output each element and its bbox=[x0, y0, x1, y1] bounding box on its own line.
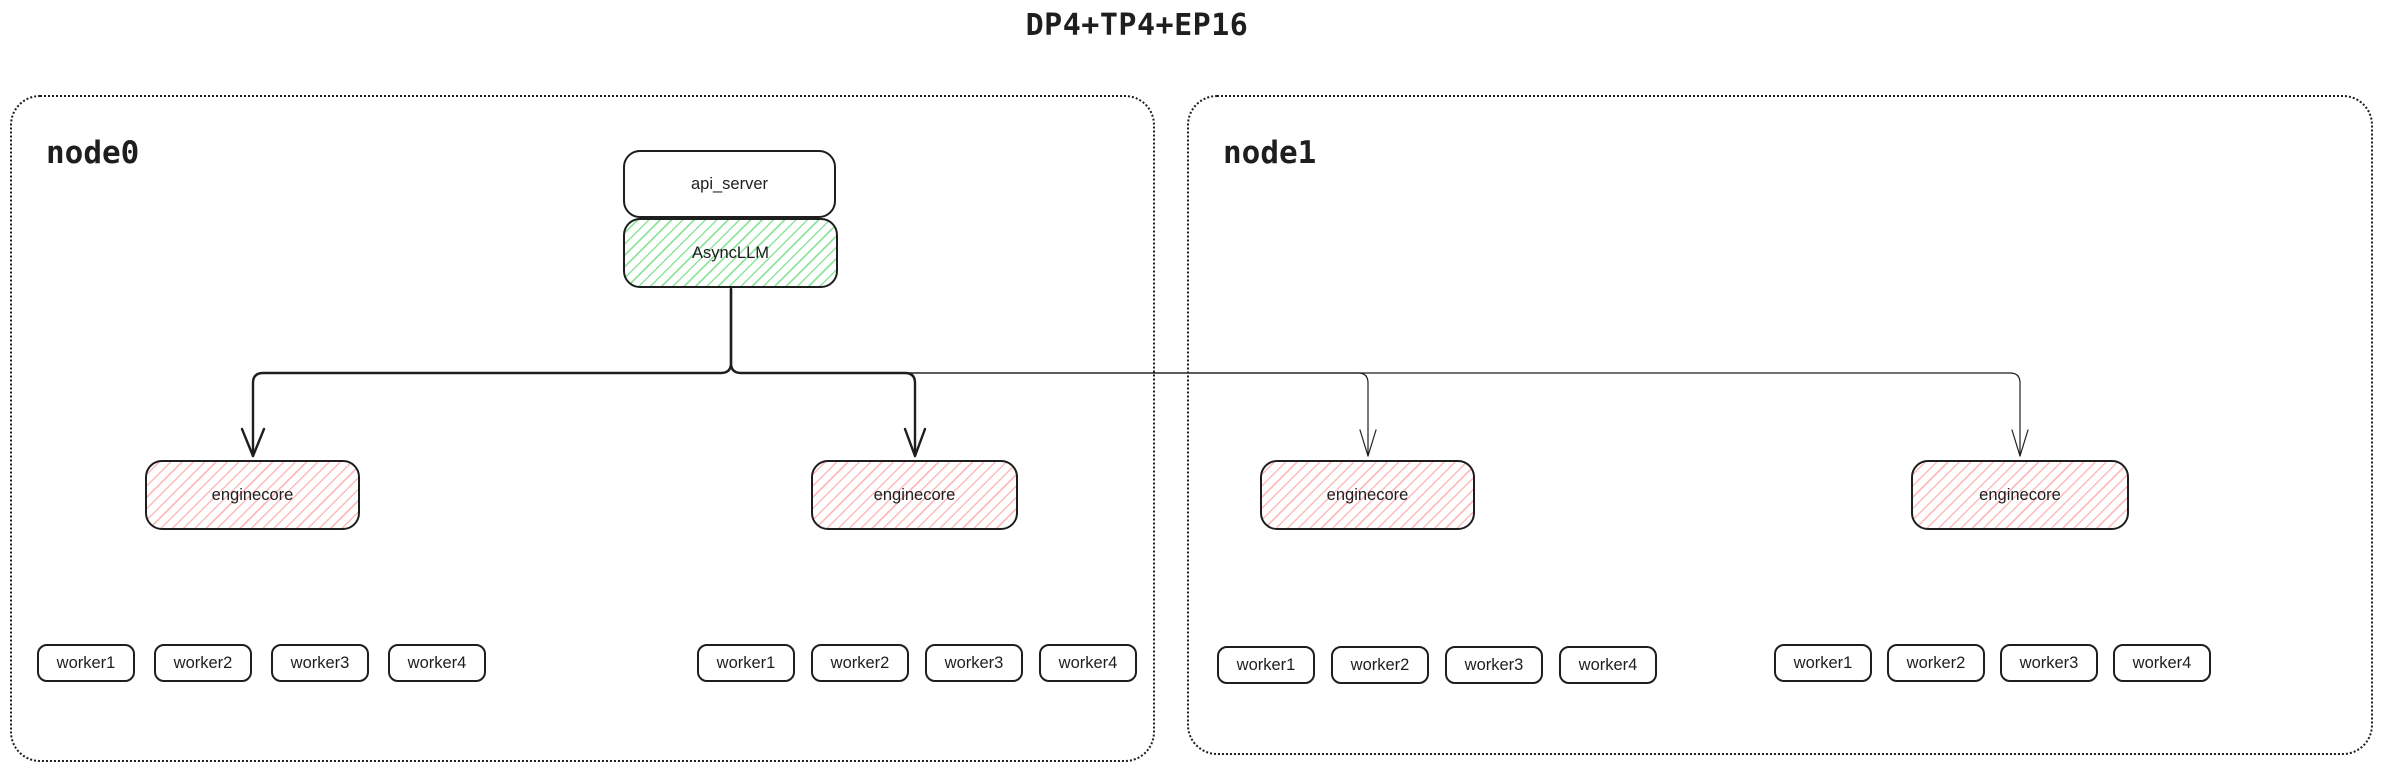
worker-label: worker1 bbox=[716, 653, 776, 672]
worker-label: worker2 bbox=[173, 653, 233, 672]
node0-group1-worker2-box: worker2 bbox=[154, 644, 252, 682]
asyncllm-label: AsyncLLM bbox=[691, 243, 770, 262]
node1-group2-worker4-box: worker4 bbox=[2113, 644, 2211, 682]
worker-label: worker4 bbox=[1058, 653, 1118, 672]
node0-group2-worker2-box: worker2 bbox=[811, 644, 909, 682]
container-node1: node1 bbox=[1187, 95, 2373, 755]
worker-label: worker2 bbox=[1350, 655, 1410, 674]
enginecore-3-box: enginecore bbox=[1260, 460, 1475, 530]
enginecore-4-label: enginecore bbox=[1979, 485, 2061, 504]
node1-group1-worker3-box: worker3 bbox=[1445, 646, 1543, 684]
node0-group2-worker1-box: worker1 bbox=[697, 644, 795, 682]
enginecore-3-label: enginecore bbox=[1326, 485, 1409, 504]
container-node0: node0 bbox=[10, 95, 1155, 762]
worker-label: worker4 bbox=[407, 653, 467, 672]
node1-label: node1 bbox=[1223, 135, 1317, 171]
node0-group1-worker3-box: worker3 bbox=[271, 644, 369, 682]
worker-label: worker2 bbox=[830, 653, 890, 672]
worker-label: worker3 bbox=[944, 653, 1004, 672]
node1-group1-worker4-box: worker4 bbox=[1559, 646, 1657, 684]
enginecore-1-box: enginecore bbox=[145, 460, 360, 530]
worker-label: worker4 bbox=[2132, 653, 2192, 672]
node1-group2-worker1-box: worker1 bbox=[1774, 644, 1872, 682]
api-server-box: api_server bbox=[623, 150, 836, 218]
node1-group1-worker2-box: worker2 bbox=[1331, 646, 1429, 684]
node1-group1-worker1-box: worker1 bbox=[1217, 646, 1315, 684]
worker-label: worker4 bbox=[1578, 655, 1638, 674]
api-server-label: api_server bbox=[690, 174, 769, 193]
enginecore-2-label: enginecore bbox=[873, 485, 956, 504]
worker-label: worker3 bbox=[2019, 653, 2079, 672]
asyncllm-box: AsyncLLM bbox=[623, 218, 838, 288]
enginecore-4-box: enginecore bbox=[1911, 460, 2129, 530]
node0-group2-worker4-box: worker4 bbox=[1039, 644, 1137, 682]
node0-group1-worker4-box: worker4 bbox=[388, 644, 486, 682]
enginecore-2-box: enginecore bbox=[811, 460, 1018, 530]
worker-label: worker3 bbox=[290, 653, 350, 672]
enginecore-1-label: enginecore bbox=[211, 485, 294, 504]
worker-label: worker2 bbox=[1906, 653, 1966, 672]
node1-group2-worker3-box: worker3 bbox=[2000, 644, 2098, 682]
worker-label: worker1 bbox=[1793, 653, 1853, 672]
page-title: DP4+TP4+EP16 bbox=[1025, 8, 1249, 43]
node0-group2-worker3-box: worker3 bbox=[925, 644, 1023, 682]
node0-label: node0 bbox=[46, 135, 140, 171]
node1-group2-worker2-box: worker2 bbox=[1887, 644, 1985, 682]
worker-label: worker1 bbox=[1236, 655, 1296, 674]
worker-label: worker3 bbox=[1464, 655, 1524, 674]
node0-group1-worker1-box: worker1 bbox=[37, 644, 135, 682]
worker-label: worker1 bbox=[56, 653, 116, 672]
